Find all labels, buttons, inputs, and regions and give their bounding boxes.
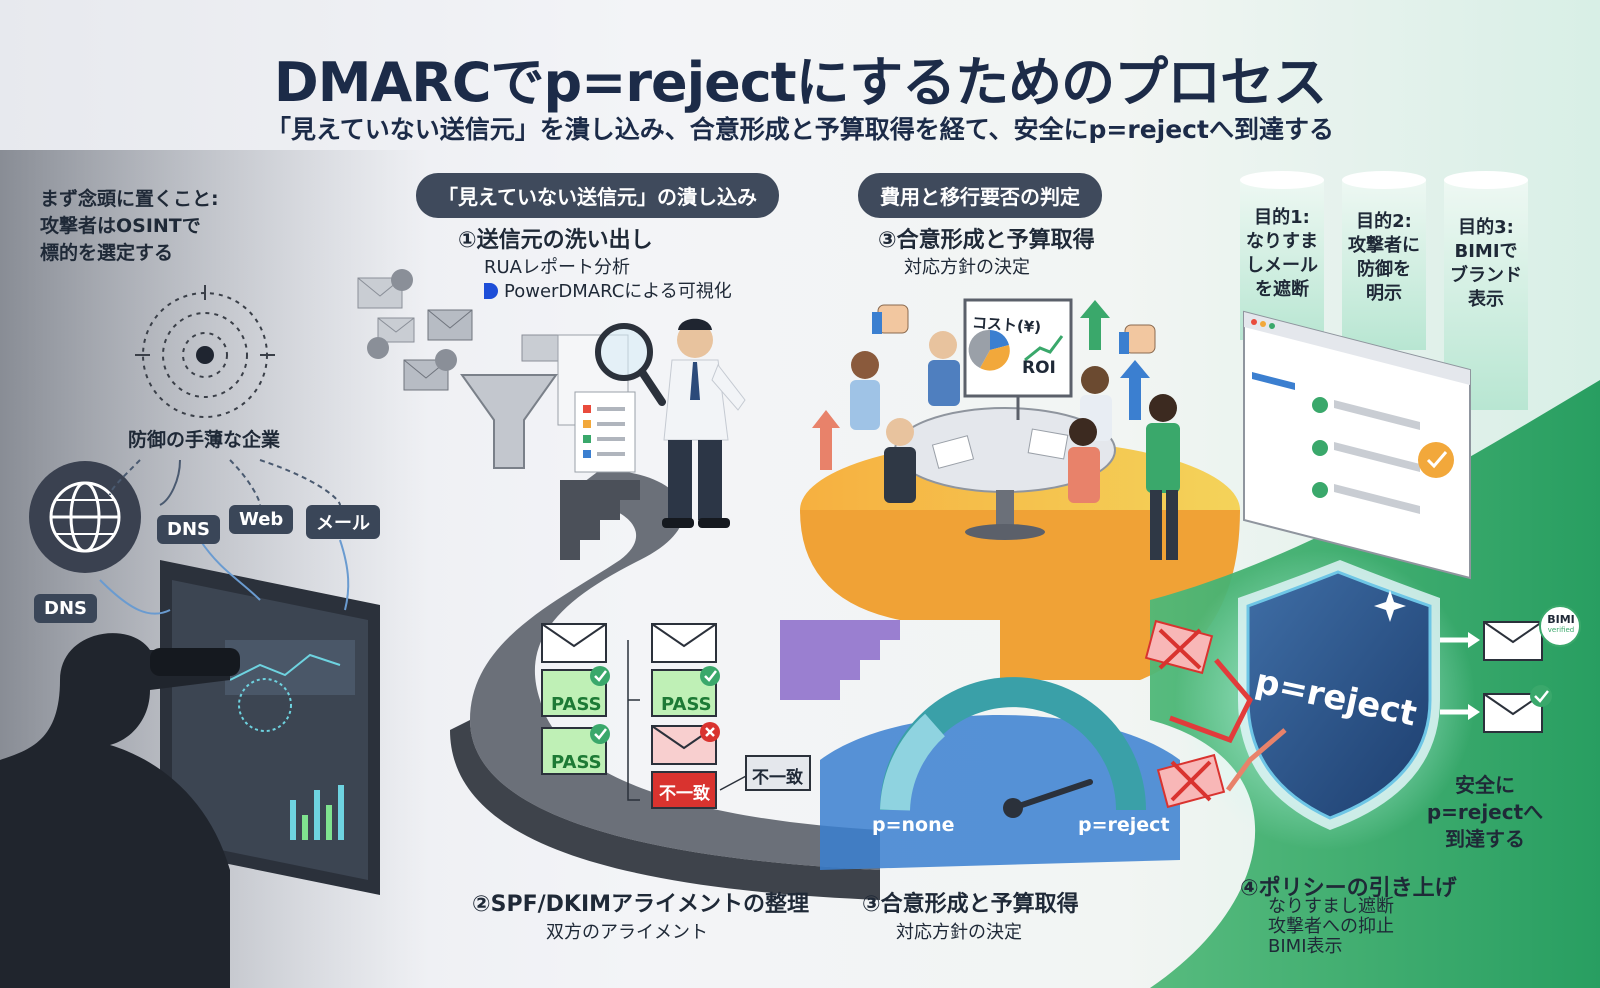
purple-stairs: [780, 620, 900, 700]
step3-bottom-title: ③合意形成と予算取得: [862, 892, 1079, 917]
step1-line2: PowerDMARCによる可視化: [484, 277, 732, 303]
step4-lines: なりすまし遮断 攻撃者への抑止 BIMI表示: [1268, 896, 1394, 957]
shield-icon: [1238, 560, 1440, 830]
target-label: 防御の手薄な企業: [128, 429, 281, 451]
safe-arrival-text: 安全に p=rejectへ 到達する: [1426, 773, 1544, 851]
pass-label-1: PASS: [551, 694, 602, 715]
phase-pill-cost: 費用と移行要否の判定: [858, 173, 1102, 218]
phase-pill-visibility: 「見えていない送信元」の潰し込み: [416, 173, 779, 218]
mismatch-callout: 不一致: [752, 768, 803, 788]
gauge-right-label: p=reject: [1078, 814, 1170, 836]
whiteboard: [963, 298, 1073, 420]
magnifier-icon: [595, 323, 666, 406]
meeting-people: [850, 331, 1180, 560]
step1-line1: RUAレポート分析: [484, 257, 630, 278]
policy-gauge-icon: [880, 677, 1146, 818]
attacker-note: まず念頭に置くこと: 攻撃者はOSINTで 標的を選定する: [40, 188, 219, 264]
tag-dns-2: DNS: [34, 594, 97, 623]
tag-dns-1: DNS: [157, 515, 220, 544]
powerdmarc-logo-icon: [484, 283, 498, 299]
step2-sub: 双方のアライメント: [546, 922, 708, 943]
globe-icon: [29, 461, 141, 573]
meeting-table: [894, 407, 1116, 540]
stairs-grey: [560, 480, 640, 560]
sparkle-icon: [1374, 590, 1406, 622]
step1-title: ①送信元の洗い出し: [458, 228, 653, 253]
objective-2: 目的2:攻撃者に 防御を明示: [1348, 211, 1420, 304]
analyst-person: [662, 318, 746, 528]
bimi-verified-badge: BIMI verified: [1547, 613, 1575, 634]
tag-mail: メール: [306, 505, 380, 539]
step4-title: ④ポリシーの引き上げ: [1240, 876, 1457, 901]
page-title: DMARCでp=rejectにするためのプロセス: [273, 51, 1327, 114]
step2-title: ②SPF/DKIMアライメントの整理: [472, 892, 810, 917]
gauge-left-label: p=none: [872, 814, 955, 836]
page-subtitle: 「見えていない送信元」を潰し込み、合意形成と予算取得を経て、安全にp=rejec…: [266, 115, 1334, 144]
radar-target-icon: [135, 285, 275, 418]
step3-top-sub: 対応方針の決定: [904, 257, 1030, 278]
rejected-email-icons: [1144, 619, 1287, 809]
path-base: [450, 720, 880, 900]
alignment-email-grid: [541, 623, 811, 809]
osint-connector-lines: [99, 459, 350, 615]
orange-platform-side: [800, 510, 1240, 680]
unknown-email-icons: [357, 269, 561, 391]
mail-client-window: [1243, 310, 1471, 580]
step3-top-title: ③合意形成と予算取得: [878, 228, 1095, 253]
objective-1: 目的1:なりすま しメールを遮断: [1246, 207, 1318, 300]
report-documents: [557, 334, 636, 473]
pass-label-2: PASS: [661, 694, 712, 715]
funnel-icon: [460, 374, 558, 469]
mismatch-label: 不一致: [659, 784, 710, 804]
tag-web: Web: [229, 505, 294, 534]
growth-arrows: [812, 300, 1150, 470]
board-roi-label: ROI: [1022, 358, 1056, 378]
objective-columns: [1240, 171, 1528, 410]
objective-3: 目的3:BIMIで ブランド表示: [1450, 217, 1522, 310]
attacker-silhouette: [0, 633, 240, 988]
delivered-email-icons: [1440, 605, 1581, 733]
thumbs-up-icons: [872, 304, 1156, 354]
step3-bottom-sub: 対応方針の決定: [896, 922, 1022, 943]
pass-label-3: PASS: [551, 752, 602, 773]
